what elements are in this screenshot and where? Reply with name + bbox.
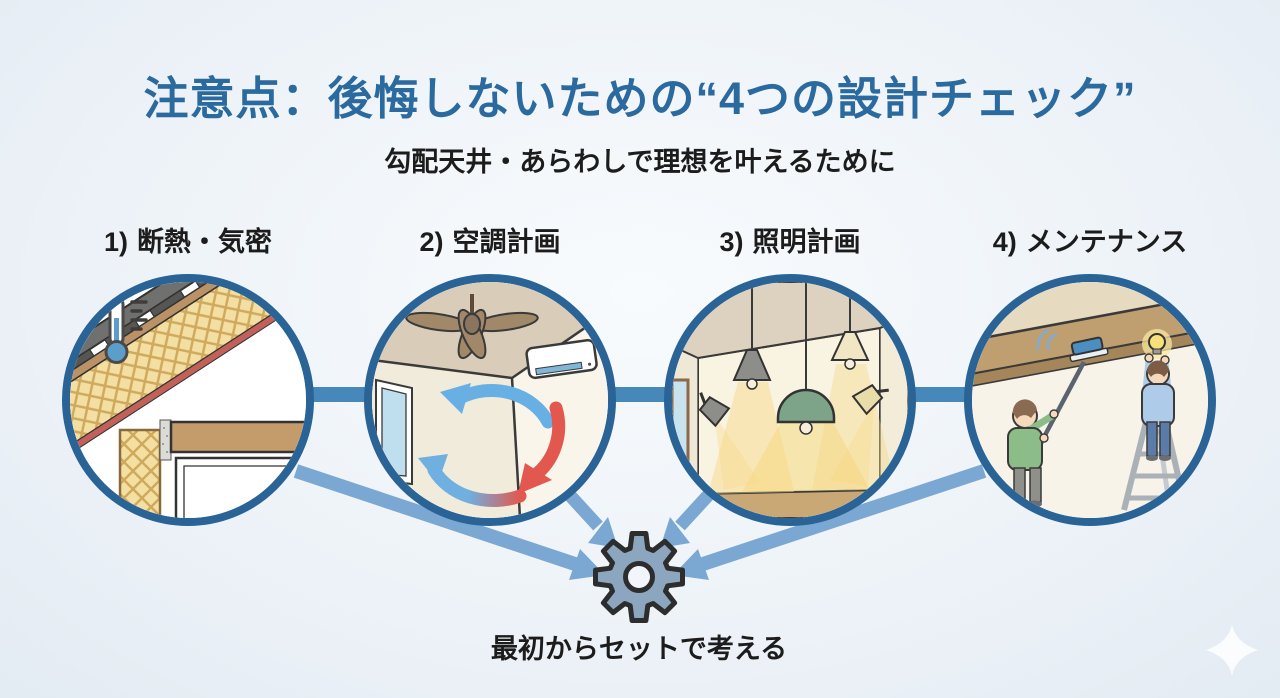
check-circle-insulation [62,274,314,526]
pendant-lighting-illustration [672,282,908,518]
item-2-number: 2) [419,227,444,257]
pendant-light-cream-icon [830,331,870,370]
window [672,378,690,466]
item-2-label: 2) 空調計画 [364,220,616,259]
pendant-light-gray-icon [732,349,772,390]
thermometer-icon [104,296,148,364]
light-cones [708,364,896,494]
item-4-label: 4) メンテナンス [964,220,1216,259]
sealing-strip [159,419,172,461]
wall-insulation [118,428,162,518]
item-4-number: 4) [992,227,1017,257]
connector-bar-2-3 [608,387,672,402]
item-3-label: 3) 照明計画 [664,220,916,259]
item-1-number: 1) [103,227,128,257]
airflow-arrows-icon [418,383,566,508]
item-3-number: 3) [719,227,744,257]
sparkle-icon [1206,624,1258,676]
connector-bar-1-2 [306,387,370,402]
ceiling-maintenance-illustration [972,282,1208,518]
ac-unit-icon [525,338,598,380]
gear-icon [589,527,689,627]
connector-bar-3-4 [908,387,972,402]
ceiling-beam [169,420,306,454]
item-2-name: 空調計画 [452,227,561,257]
check-circle-hvac [364,274,616,526]
light-bulb-icon [1148,333,1166,351]
item-3-name: 照明計画 [752,227,861,257]
page-subtitle: 勾配天井・あらわしで理想を叶えるために [384,147,896,177]
interior-wall [174,456,306,518]
item-4-name: メンテナンス [1025,227,1188,257]
person-changing-bulb [1141,329,1175,461]
person-cleaning [1007,399,1059,508]
roof-insulation-illustration [70,282,306,518]
item-1-label: 1) 断熱・気密 [62,220,314,259]
page-title: 注意点：後悔しないための“4つの設計チェック” [143,73,1137,124]
check-circle-maintenance [964,274,1216,526]
ceiling-fan-icon [405,294,539,360]
spotlight-left-icon [698,392,731,428]
item-1-name: 断熱・気密 [137,227,272,257]
pendant-light-green-icon [776,388,836,435]
conclusion-label: 最初からセットで考える [490,634,788,664]
heat-ticks-icon [130,300,148,331]
check-circle-lighting [664,274,916,526]
hvac-airflow-illustration [372,282,608,518]
spotlight-right-icon [851,383,889,416]
